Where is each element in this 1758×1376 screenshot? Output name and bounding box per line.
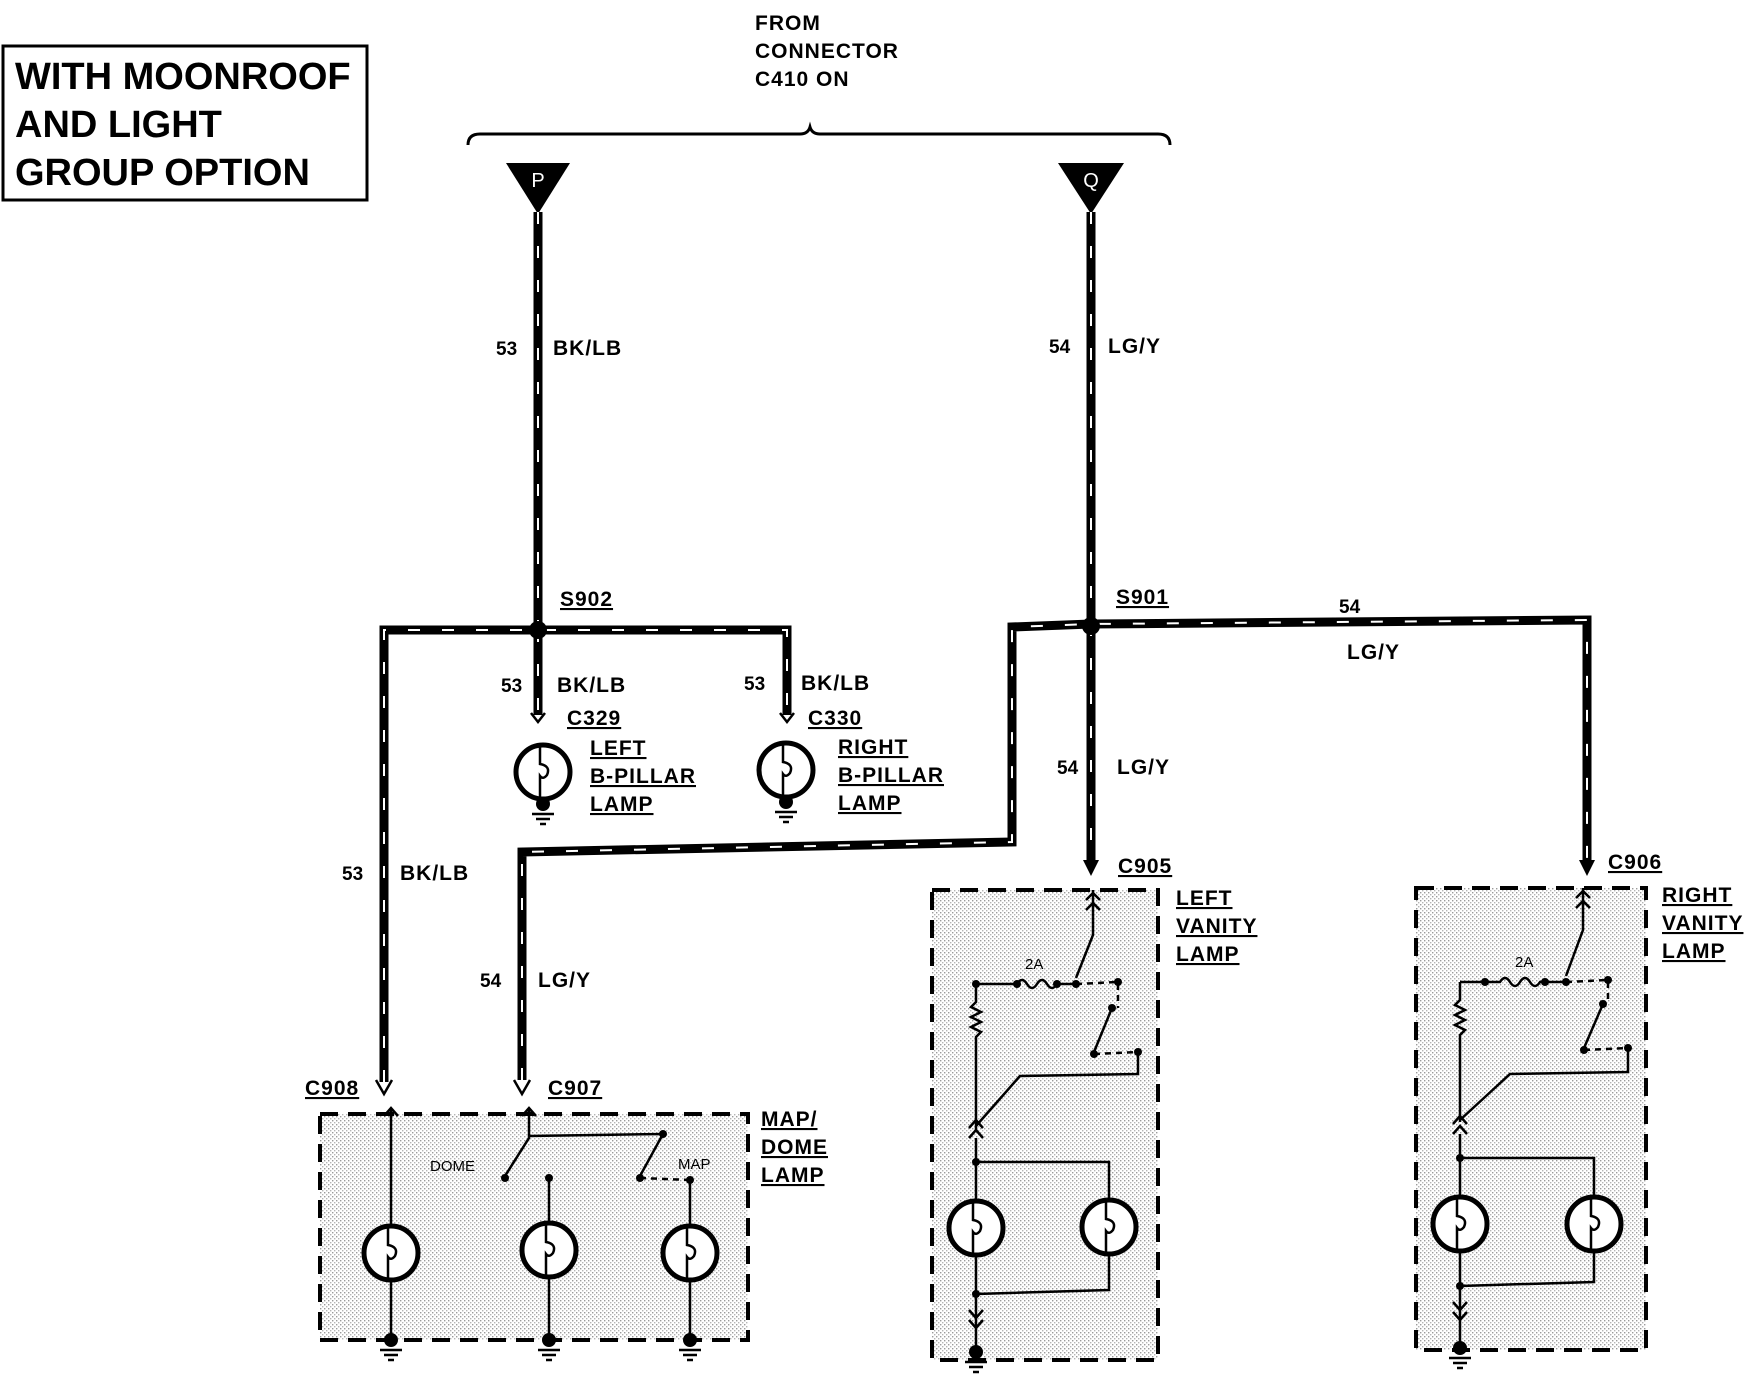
left-vanity-lamp: C905 LEFT VANITY LAMP 2A (930, 855, 1257, 1374)
left-bpillar-name-3: LAMP (590, 793, 654, 816)
wire-53-num-right-bpillar: 53 (744, 674, 765, 695)
right-bpillar-lamp: C330 RIGHT B-PILLAR LAMP (759, 707, 944, 824)
connector-c905-label: C905 (1118, 855, 1172, 878)
left-vanity-name-3: LAMP (1176, 943, 1240, 966)
wire-53-color-right-bpillar: BK/LB (801, 672, 870, 695)
title-line-2: AND LIGHT (15, 104, 222, 146)
connector-p-label: P (531, 170, 544, 192)
wire-54-color-main: LG/Y (1108, 335, 1161, 358)
wire-53-color-main: BK/LB (553, 337, 622, 360)
circuit-54-wires (517, 212, 1592, 1080)
right-vanity-name-1: RIGHT (1662, 884, 1732, 907)
wire-53-color-dome: BK/LB (400, 862, 469, 885)
wire-54-color-dome: LG/Y (538, 969, 591, 992)
connector-c906-label: C906 (1608, 851, 1662, 874)
source-line-2: CONNECTOR (755, 40, 899, 63)
right-vanity-lamp: C906 RIGHT VANITY LAMP 2A (1414, 851, 1743, 1370)
left-vanity-name-2: VANITY (1176, 915, 1257, 938)
right-vanity-fuse-label: 2A (1515, 954, 1533, 971)
connector-q-label: Q (1083, 170, 1099, 192)
map-dome-name-2: DOME (761, 1136, 828, 1159)
connector-c330-label: C330 (808, 707, 862, 730)
connector-c329-label: C329 (567, 707, 621, 730)
right-bpillar-name-2: B-PILLAR (838, 764, 944, 787)
map-dome-name-3: LAMP (761, 1164, 825, 1187)
connector-p: P (506, 163, 570, 214)
wire-54-num-left-vanity: 54 (1057, 758, 1079, 779)
source-brace (466, 121, 1172, 146)
left-bpillar-lamp: C329 LEFT B-PILLAR LAMP (516, 707, 696, 826)
switch-label-dome: DOME (430, 1158, 475, 1175)
left-bpillar-name-2: B-PILLAR (590, 765, 696, 788)
splice-s902-label: S902 (560, 588, 613, 611)
right-vanity-name-2: VANITY (1662, 912, 1743, 935)
source-line-1: FROM (755, 12, 821, 35)
splice-s901-dot (1082, 617, 1100, 635)
wire-53-num-main: 53 (496, 339, 517, 360)
right-vanity-name-3: LAMP (1662, 940, 1726, 963)
connector-c907-label: C907 (548, 1077, 602, 1100)
left-vanity-name-1: LEFT (1176, 887, 1233, 910)
title-line-1: WITH MOONROOF (15, 56, 351, 98)
right-bpillar-name-3: LAMP (838, 792, 902, 815)
wire-53-color-left-bpillar: BK/LB (557, 674, 626, 697)
map-dome-name-1: MAP/ (761, 1108, 818, 1131)
left-bpillar-name-1: LEFT (590, 737, 647, 760)
splice-s901-label: S901 (1116, 586, 1169, 609)
left-vanity-fuse-label: 2A (1025, 956, 1043, 973)
wire-54-num-dome: 54 (480, 971, 502, 992)
wire-53-num-left-bpillar: 53 (501, 676, 522, 697)
wire-54-color-left-vanity: LG/Y (1117, 756, 1170, 779)
circuit-53-wires (379, 212, 792, 1082)
connector-c908-label: C908 (305, 1077, 359, 1100)
right-bpillar-name-1: RIGHT (838, 736, 908, 759)
source-label: FROM CONNECTOR C410 ON (755, 12, 899, 91)
wire-54-num-main: 54 (1049, 337, 1071, 358)
connector-q: Q (1058, 163, 1124, 214)
title-line-3: GROUP OPTION (15, 152, 310, 194)
wire-53-num-dome: 53 (342, 864, 363, 885)
option-title-box: WITH MOONROOF AND LIGHT GROUP OPTION (1, 44, 369, 202)
map-dome-lamp: C908 C907 MAP/ DOME LAMP DOME MAP (305, 1077, 828, 1362)
splice-s902-dot (529, 621, 547, 639)
wire-54-color-right-vanity: LG/Y (1347, 641, 1400, 664)
source-line-3: C410 ON (755, 68, 850, 91)
wire-54-num-right-vanity: 54 (1339, 597, 1361, 618)
switch-label-map: MAP (678, 1156, 711, 1173)
